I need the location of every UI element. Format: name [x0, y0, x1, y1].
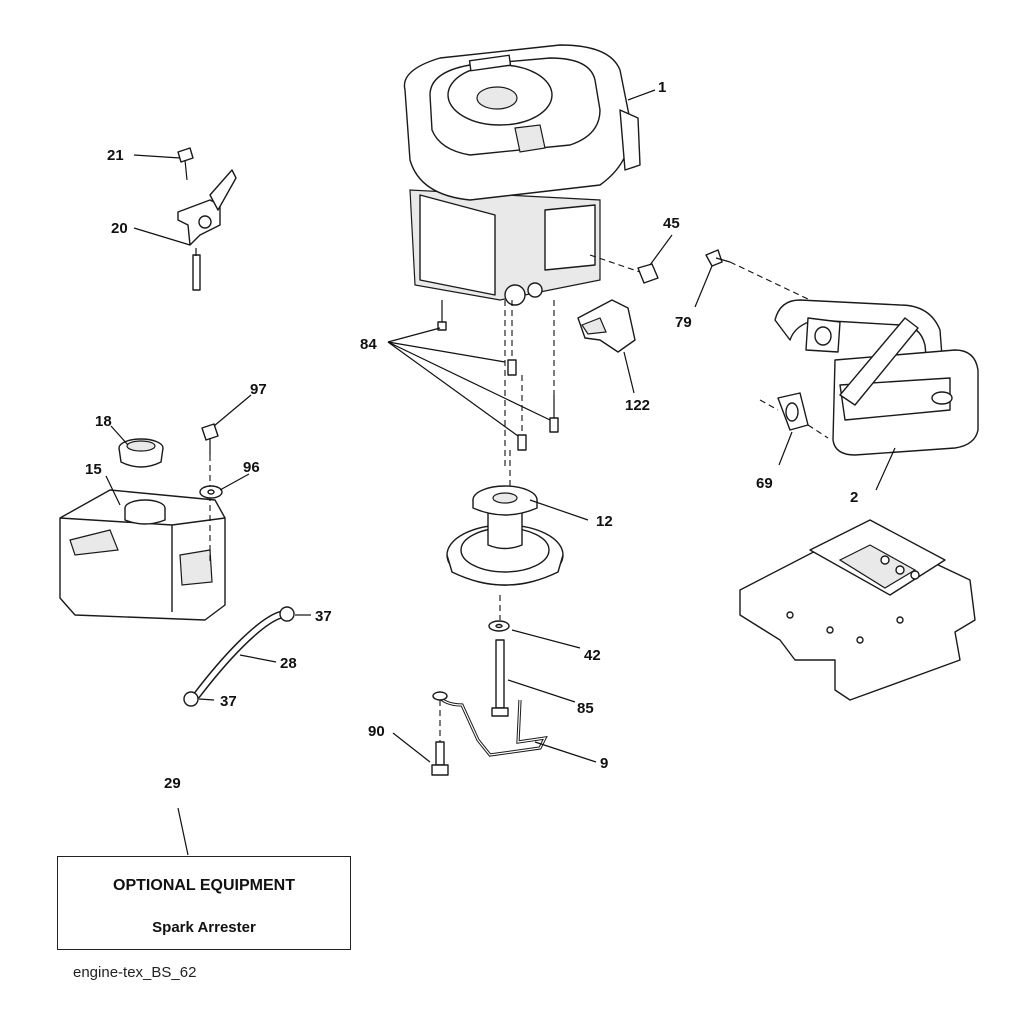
callout-97: 97 [250, 381, 267, 398]
callout-96: 96 [243, 459, 260, 476]
engine-bolt-part [437, 300, 559, 490]
callout-28: 28 [280, 655, 297, 672]
nut-part [589, 254, 659, 284]
pulley-washer-part [488, 595, 510, 632]
callout-122: 122 [625, 397, 650, 414]
fuel-line-part [193, 611, 284, 699]
diagram-caption: engine-tex_BS_62 [73, 964, 197, 981]
muffler-part [774, 299, 979, 456]
fuel-cap-part [118, 438, 164, 468]
callout-20: 20 [111, 220, 128, 237]
washer-part [199, 485, 223, 499]
callout-15: 15 [85, 461, 102, 478]
gasket-part [759, 392, 829, 439]
callout-79: 79 [675, 314, 692, 331]
callout-45: 45 [663, 215, 680, 232]
bracket-bolt-part [431, 700, 449, 776]
callout-12: 12 [596, 513, 613, 530]
pulley-part [446, 485, 564, 586]
callout-84: 84 [360, 336, 377, 353]
callout-69: 69 [756, 475, 773, 492]
callout-2: 2 [850, 489, 858, 506]
callout-9: 9 [600, 755, 608, 772]
screw-part [177, 147, 194, 181]
callout-37-upper: 37 [315, 608, 332, 625]
throttle-bracket-part [177, 169, 237, 291]
callout-90: 90 [368, 723, 385, 740]
muffler-bolt-part [705, 249, 811, 301]
heat-shield-part [577, 299, 636, 353]
pulley-bolt-part [491, 639, 509, 717]
hose-clamp-part [183, 606, 295, 707]
callout-18: 18 [95, 413, 112, 430]
callout-21: 21 [107, 147, 124, 164]
optional-equipment-title: OPTIONAL EQUIPMENT [113, 877, 295, 894]
tank-bolt-part [201, 423, 219, 565]
optional-equipment-item: Spark Arrester [152, 919, 256, 936]
callout-29: 29 [164, 775, 181, 792]
optional-equipment-box: OPTIONAL EQUIPMENT Spark Arrester [57, 856, 351, 950]
leader-lines [105, 89, 896, 856]
fuel-tank-part [59, 489, 226, 621]
callout-85: 85 [577, 700, 594, 717]
bracket-wire-part [432, 691, 548, 757]
callout-42: 42 [584, 647, 601, 664]
callout-37-lower: 37 [220, 693, 237, 710]
engine-part [403, 44, 641, 306]
engine-mount-plate [739, 519, 976, 701]
callout-1: 1 [658, 79, 666, 96]
